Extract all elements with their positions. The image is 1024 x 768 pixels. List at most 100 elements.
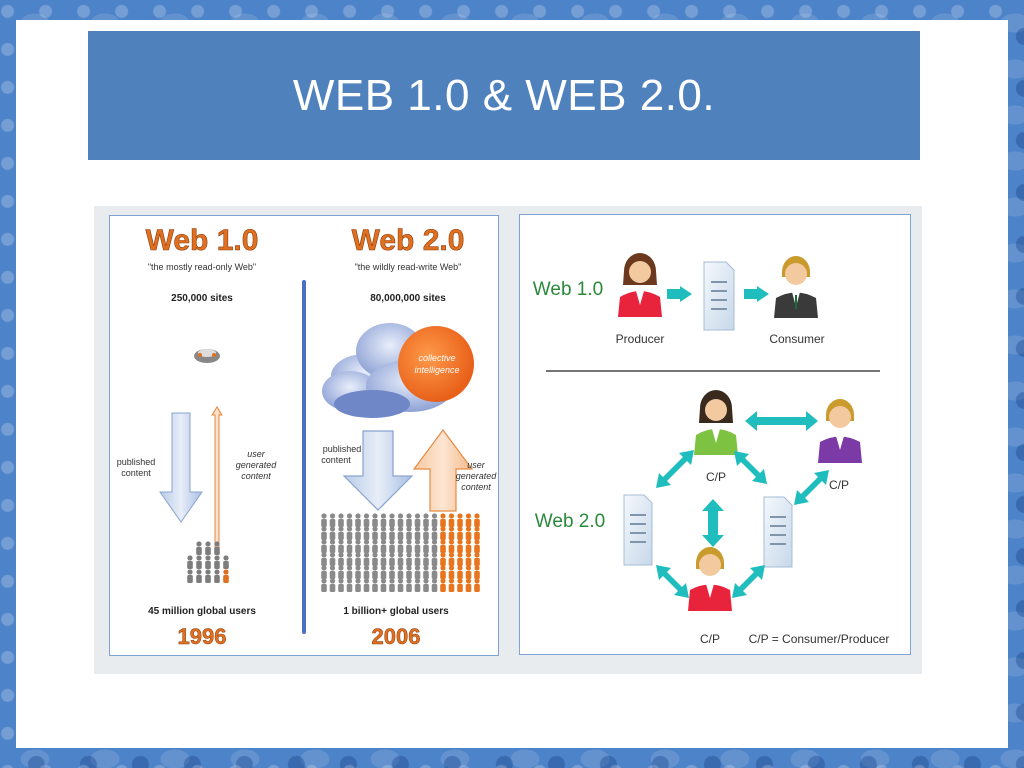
crowd-person <box>423 552 429 566</box>
producer-person-icon <box>618 253 662 317</box>
web2-left-document-icon <box>623 494 653 566</box>
crowd-person <box>223 555 229 569</box>
crowd-person <box>406 578 412 592</box>
crowd-person <box>338 513 344 527</box>
web2-year: 2006 <box>372 624 421 649</box>
crowd-person <box>321 565 327 579</box>
crowd-person <box>355 578 361 592</box>
panel-divider <box>302 280 306 634</box>
crowd-person <box>346 578 353 592</box>
infographic-canvas: Web 1.0 "the mostly read-only Web" 250,0… <box>117 224 498 650</box>
cp-top-person-icon <box>694 390 738 455</box>
crowd-person <box>431 565 438 579</box>
slide-title: WEB 1.0 & WEB 2.0. <box>292 70 716 120</box>
web2-published-label-1: published <box>323 444 362 454</box>
crowd-person <box>346 552 353 566</box>
crowd-person <box>355 539 361 553</box>
crowd-person <box>389 552 395 566</box>
collective-intelligence-badge <box>398 326 474 402</box>
web2-published-content-arrow <box>342 430 414 511</box>
crowd-person <box>363 526 370 540</box>
crowd-person <box>457 526 463 540</box>
web1-users: 45 million global users <box>148 606 256 617</box>
crowd-person <box>423 513 429 527</box>
crowd-person <box>414 552 421 566</box>
crowd-person <box>406 565 412 579</box>
crowd-person <box>389 513 395 527</box>
crowd-person <box>431 539 438 553</box>
crowd-person <box>440 565 446 579</box>
web2-user-label-2: generated <box>456 471 498 481</box>
crowd-person <box>431 578 438 592</box>
crowd-person <box>380 578 387 592</box>
arrow-cp-right-to-right-doc <box>794 470 829 505</box>
crowd-person <box>397 526 404 540</box>
web1-document-icon <box>703 261 735 331</box>
crowd-person <box>321 539 327 553</box>
crowd-person <box>457 578 463 592</box>
crowd-person <box>414 539 421 553</box>
crowd-person <box>338 552 344 566</box>
web2-sites: 80,000,000 sites <box>370 293 446 304</box>
crowd-person <box>389 526 395 540</box>
crowd-person <box>423 526 429 540</box>
crowd-person <box>338 565 344 579</box>
web2-diagram-label: Web 2.0 <box>535 511 605 532</box>
crowd-person <box>321 578 327 592</box>
crowd-person <box>431 513 438 527</box>
arrow-left-doc-to-cp-bottom <box>656 565 689 598</box>
crowd-person <box>465 539 472 553</box>
crowd-person <box>397 539 404 553</box>
crowd-person <box>414 578 421 592</box>
crowd-person <box>474 552 480 566</box>
web2-user-label-1: user <box>467 460 486 470</box>
crowd-person <box>465 552 472 566</box>
crowd-person <box>406 526 412 540</box>
crowd-person <box>223 569 229 583</box>
crowd-person <box>329 513 336 527</box>
web1-published-content-arrow <box>159 412 203 523</box>
crowd-person <box>346 513 353 527</box>
crowd-person <box>431 552 438 566</box>
crowd-person <box>457 552 463 566</box>
crowd-person <box>321 526 327 540</box>
crowd-person <box>214 541 220 555</box>
crowd-person <box>440 552 446 566</box>
web1-user-label-1: user <box>247 449 266 459</box>
crowd-person <box>423 578 429 592</box>
web1-tagline: "the mostly read-only Web" <box>148 262 256 272</box>
crowd-person <box>205 541 211 555</box>
web2-users: 1 billion+ global users <box>343 606 449 617</box>
crowd-person <box>423 539 429 553</box>
web1-diagram-label: Web 1.0 <box>533 279 603 300</box>
crowd-person <box>448 539 455 553</box>
crowd-person <box>397 552 404 566</box>
crowd-person <box>380 539 387 553</box>
crowd-person <box>423 565 429 579</box>
crowd-person <box>346 565 353 579</box>
crowd-person <box>346 539 353 553</box>
crowd-person <box>397 565 404 579</box>
crowd-person <box>457 513 463 527</box>
crowd-person <box>196 555 202 569</box>
crowd-person <box>355 552 361 566</box>
crowd-person <box>372 513 378 527</box>
crowd-person <box>363 578 370 592</box>
web1-user-generated-arrow <box>211 406 223 549</box>
crowd-person <box>363 539 370 553</box>
crowd-person <box>431 526 438 540</box>
crowd-person <box>406 539 412 553</box>
web-comparison-infographic: Web 1.0 "the mostly read-only Web" 250,0… <box>109 215 499 656</box>
web1-year: 1996 <box>178 624 227 649</box>
crowd-person <box>440 578 446 592</box>
arrow-cp-top-to-right-doc <box>734 451 767 484</box>
crowd-person <box>321 552 327 566</box>
crowd-person <box>465 513 472 527</box>
arrow-cp-top-to-left-doc <box>656 450 694 488</box>
crowd-person <box>355 526 361 540</box>
arrow-cp-bottom-to-right-doc <box>732 565 765 598</box>
crowd-person <box>372 526 378 540</box>
crowd-person <box>448 578 455 592</box>
web1-published-label-2: content <box>121 468 151 478</box>
arrow-document-to-consumer <box>744 286 769 302</box>
